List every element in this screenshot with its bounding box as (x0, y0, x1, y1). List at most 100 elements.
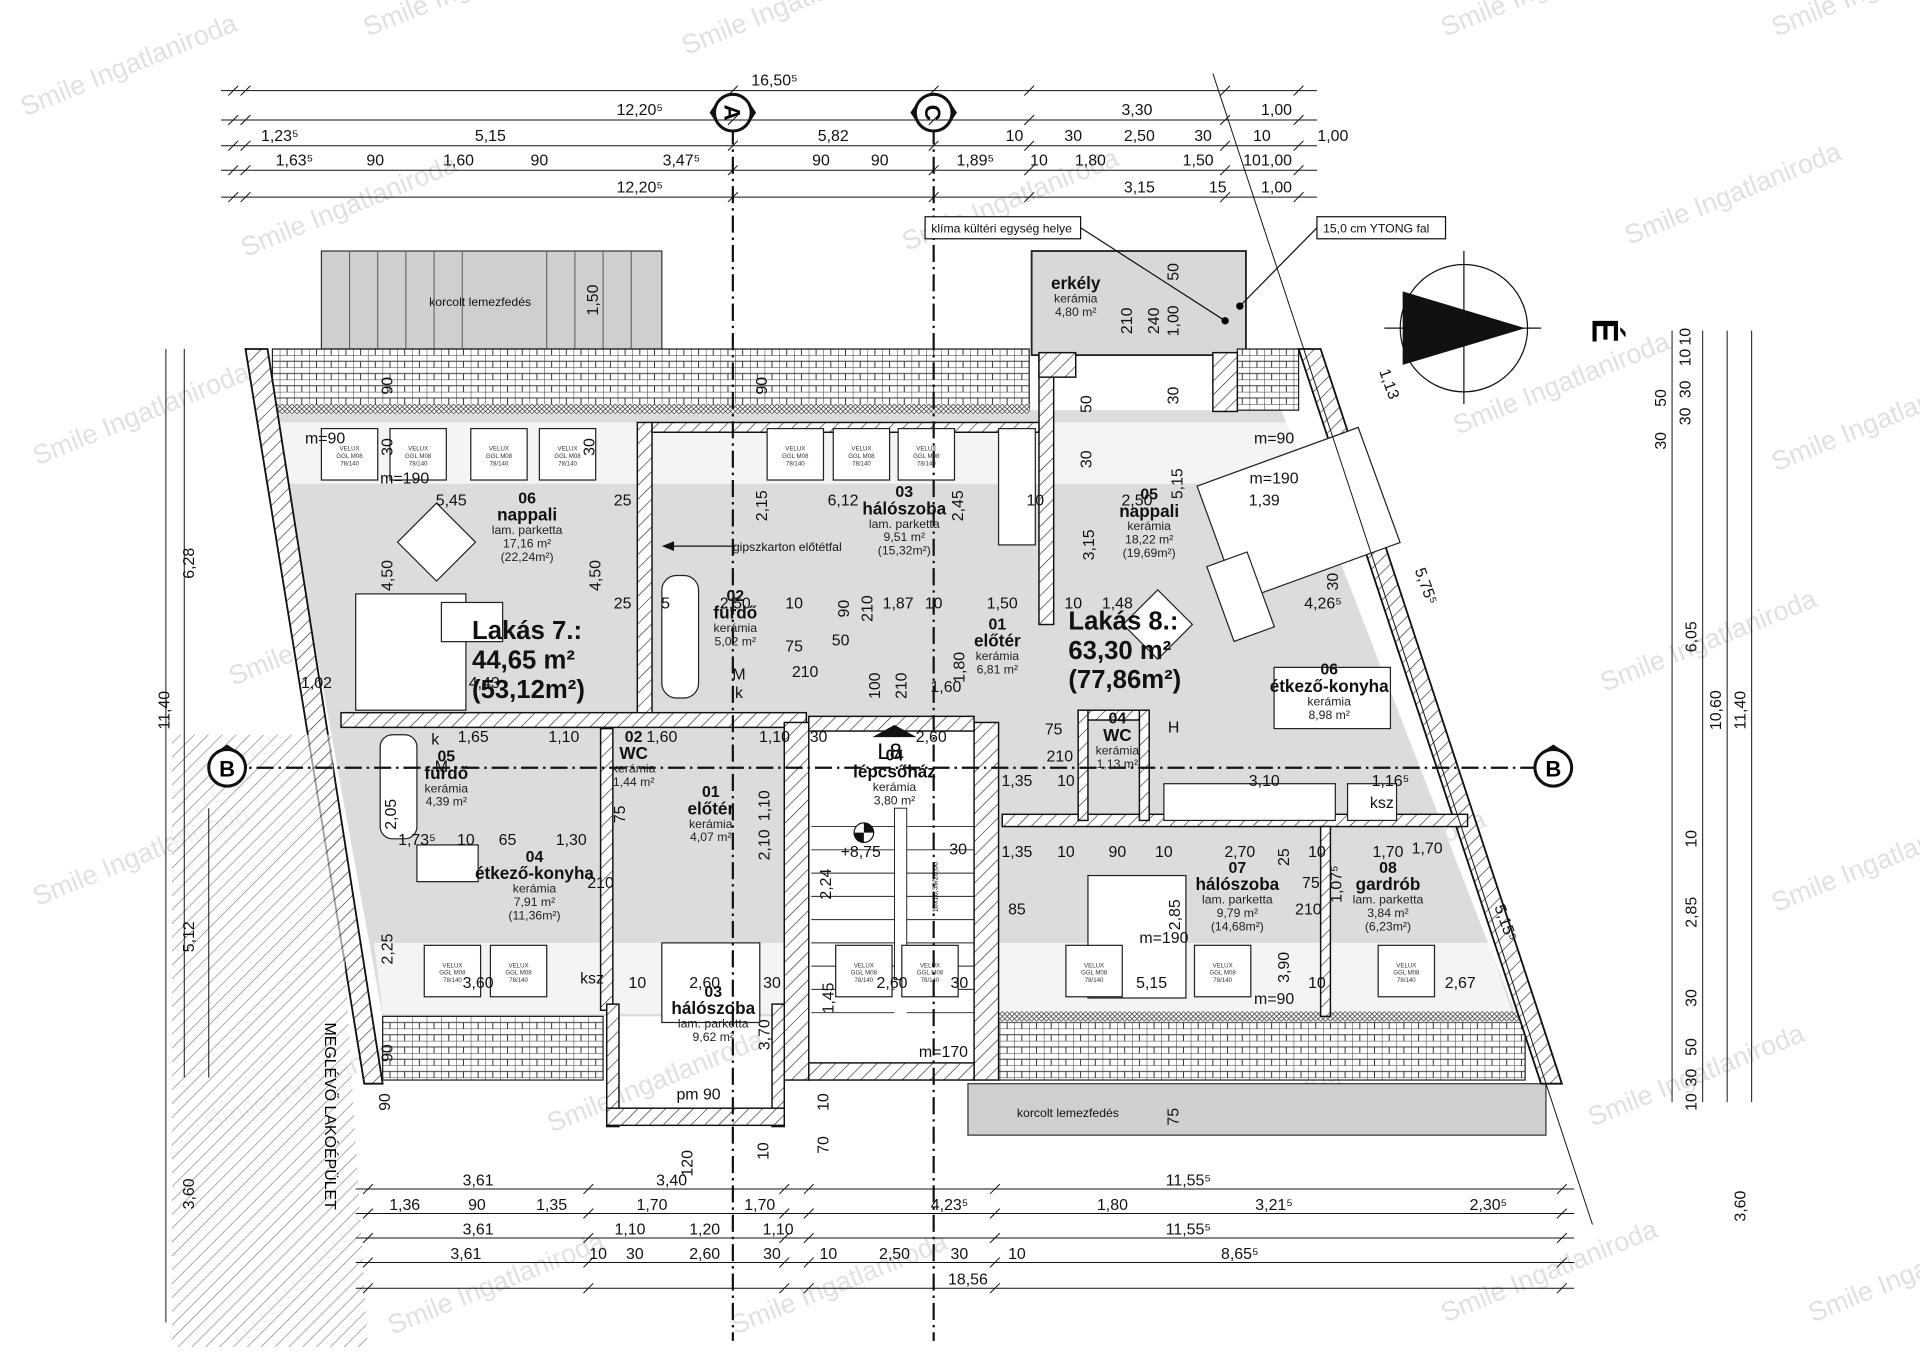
room-name: erkély (1051, 273, 1101, 293)
dimension-label: 30 (1079, 450, 1096, 468)
room-area: 9,51 m² (884, 530, 925, 544)
dimension-label: 210 (792, 664, 819, 681)
velux-label: GGL M08 (1081, 970, 1108, 977)
dimension-tick (227, 191, 239, 203)
dimension-tick (362, 1208, 374, 1219)
room-floor-material: lam. parketta (1353, 893, 1424, 907)
insulation-strip (272, 404, 1030, 414)
dimension-label: 1,73⁵ (398, 832, 436, 849)
metal-roof-top-label: korcolt lemezfedés (429, 295, 531, 309)
dimension-label: 1,07⁵ (1328, 865, 1345, 903)
small-label: M (435, 758, 448, 775)
small-label: m=190 (380, 471, 429, 488)
dimension-label: 1,00 (1166, 305, 1183, 336)
dimension-label: 10 (815, 1093, 832, 1111)
dimension-label: 10 (1064, 596, 1082, 613)
dimension-label: 6,12 (828, 493, 859, 510)
dimension-label: 30 (951, 975, 969, 992)
stair-arrow-icon (872, 724, 917, 738)
dimension-tick (240, 164, 251, 176)
small-label: m=190 (1250, 471, 1299, 488)
dimension-label: 30 (1194, 128, 1212, 145)
dimension-label: 75 (1302, 875, 1320, 892)
stair-steps-text: 18x16,39/28,00 (930, 862, 939, 913)
room-area: 4,80 m² (1055, 305, 1096, 319)
room-name: nappali (1119, 501, 1179, 521)
dimension-tick (803, 1282, 815, 1294)
dimension-tick (1219, 164, 1231, 176)
dimension-label: 2,85 (1684, 897, 1701, 928)
room-name: étkező-konyha (1270, 676, 1389, 696)
dimension-tick (989, 1208, 1001, 1219)
dimension-label: 11,55⁵ (1166, 1172, 1211, 1189)
axis-label-b: B (219, 756, 235, 781)
dimension-label: 1,10 (615, 1221, 646, 1238)
dimension-label: 210 (1119, 307, 1136, 334)
dimension-label: 18,56 (948, 1272, 988, 1289)
dimension-label: 1,70 (744, 1197, 775, 1214)
room-number: 01 (702, 784, 720, 801)
dimension-label: 10 (1308, 844, 1326, 861)
dimension-tick (227, 164, 239, 176)
dimension-label: 1,13 (1375, 367, 1402, 402)
dimension-tick (583, 1208, 594, 1219)
velux-window-icon (1065, 944, 1123, 998)
axis-marker-b-left: B (207, 744, 248, 788)
dimension-label: 4,23⁵ (931, 1197, 969, 1214)
dimension-label: 1,10 (763, 1221, 794, 1238)
room-name: fürdő (713, 602, 757, 622)
dimension-label: 30 (626, 1246, 644, 1263)
dimension-label: 2,60 (689, 975, 720, 992)
watermark-text: Smile Ingatlaniroda (1437, 1214, 1662, 1328)
dimension-label: 10 (1243, 152, 1261, 169)
dimension-label: 1,89⁵ (957, 152, 995, 169)
room-floor-material: lam. parketta (1202, 893, 1273, 907)
dimension-tick (779, 1282, 790, 1294)
dimension-tick (1219, 140, 1231, 151)
room-area: 3,80 m² (874, 794, 915, 808)
apartment-area: 63,30 m² (1068, 637, 1171, 665)
room-floor-material: kerámia (1096, 743, 1140, 757)
dimension-tick (803, 1183, 815, 1195)
dimension-tick (240, 140, 251, 151)
velux-window-icon (901, 944, 959, 998)
dimension-tick (1023, 140, 1035, 151)
watermark-text: Smile Ingatlaniroda (359, 0, 584, 42)
dimension-tick (928, 114, 939, 126)
velux-label: VELUX (408, 446, 428, 453)
velux-label: 78/140 (443, 977, 462, 984)
velux-label: VELUX (489, 446, 509, 453)
roof-tiles-top-left (271, 348, 1030, 411)
room-number: 08 (1379, 860, 1397, 877)
dimension-label: 30 (1684, 989, 1701, 1007)
dimension-label: 10 (1057, 773, 1075, 790)
velux-label: 78/140 (855, 977, 874, 984)
dimension-tick (989, 1257, 1001, 1268)
dimension-tick (727, 85, 739, 96)
metal-roof-bottom (967, 1083, 1547, 1136)
small-label: k (431, 732, 439, 749)
dimension-tick (227, 85, 239, 96)
velux-label: VELUX (442, 962, 462, 969)
room-area: 5,02 m² (715, 634, 756, 648)
dimension-label: 10 (1308, 975, 1326, 992)
dimension-label: 50 (1684, 1038, 1701, 1056)
room-number: 05 (1140, 487, 1158, 504)
dimension-tick (583, 1257, 594, 1268)
velux-label: GGL M08 (913, 453, 940, 460)
dimension-label: 90 (379, 377, 396, 395)
apartment-8-label: Lakás 8.: 63,30 m² (77,86m²) (1068, 607, 1181, 694)
dimension-tick (779, 1232, 790, 1244)
level-text: +8,75 (841, 844, 881, 861)
velux-label: 78/140 (1213, 977, 1232, 984)
dimension-tick (928, 191, 939, 203)
dimension-label: 30 (1653, 432, 1670, 450)
velux-window-icon (470, 427, 528, 481)
dimension-label: 1,36 (389, 1197, 420, 1214)
dimension-label: 1,60 (646, 729, 677, 746)
dimension-label: 1,30 (556, 832, 587, 849)
dimension-label: 12,20⁵ (617, 179, 663, 196)
dimension-tick (362, 1282, 374, 1294)
dimension-label: 1,70 (637, 1197, 668, 1214)
